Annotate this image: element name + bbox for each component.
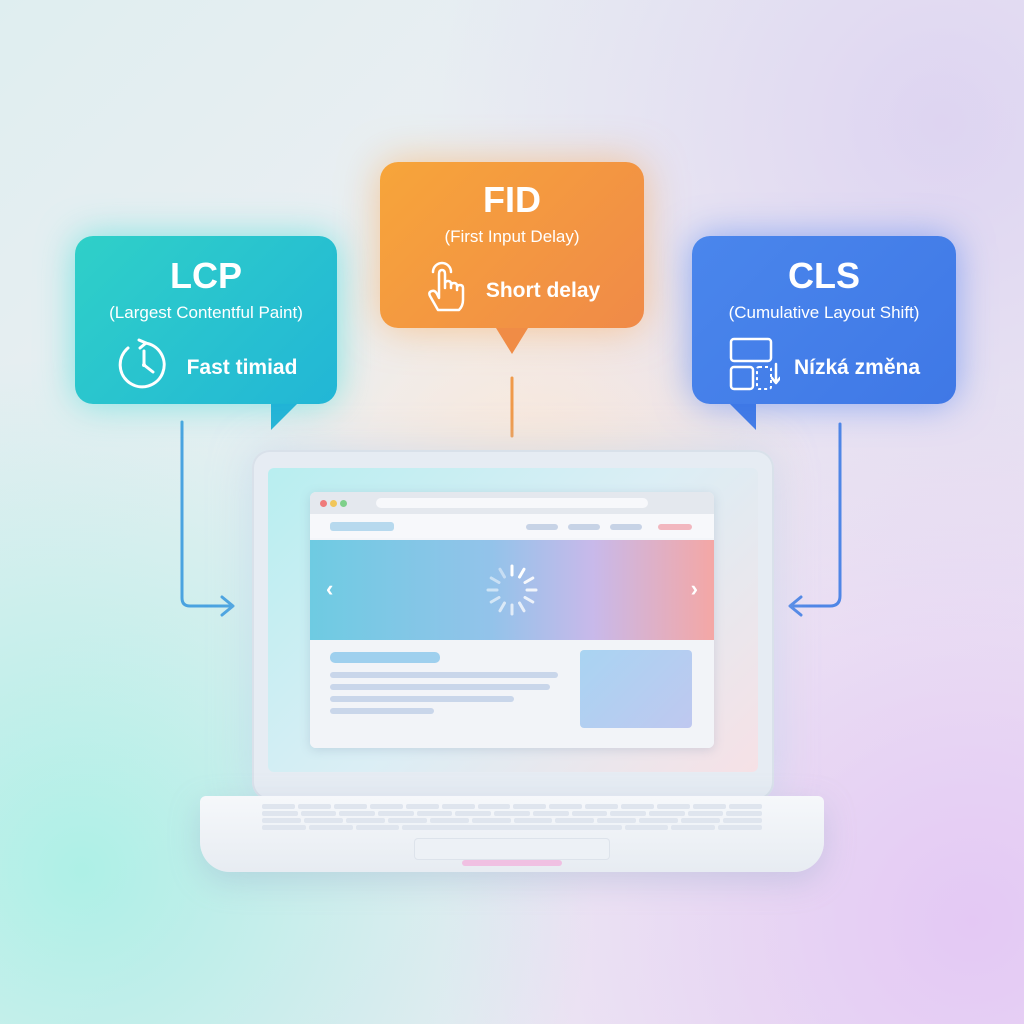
content-image xyxy=(580,650,692,728)
page-content xyxy=(310,640,714,748)
lcp-title: LCP xyxy=(170,255,242,296)
cls-title: CLS xyxy=(788,255,860,296)
lcp-status-label: Fast timiad xyxy=(186,355,298,379)
fid-card: FID (First Input Delay) Short delay xyxy=(380,162,644,354)
site-navbar xyxy=(310,514,714,538)
browser-window: ‹ xyxy=(310,492,714,748)
text-line xyxy=(330,684,550,690)
hero-carousel: ‹ xyxy=(310,540,714,640)
lcp-connector-arrowhead xyxy=(220,595,235,617)
cls-status-label: Nízká změna xyxy=(793,355,921,379)
lcp-card: LCP (Largest Contentful Paint) Fast timi… xyxy=(75,236,337,430)
text-line xyxy=(330,672,558,678)
minimize-dot xyxy=(330,500,337,507)
close-dot xyxy=(320,500,327,507)
trackpad xyxy=(414,838,610,860)
laptop-base xyxy=(200,796,824,872)
fid-status-row: Short delay xyxy=(380,260,644,321)
laptop-notch xyxy=(462,860,562,866)
lcp-subtitle: (Largest Contentful Paint) xyxy=(109,303,303,322)
cls-card: CLS (Cumulative Layout Shift) Nízká změn… xyxy=(692,236,956,430)
site-logo xyxy=(330,522,394,531)
stopwatch-icon xyxy=(115,336,173,399)
nav-button xyxy=(658,524,692,530)
maximize-dot xyxy=(340,500,347,507)
nav-link xyxy=(526,524,558,530)
cls-card-tail xyxy=(730,404,756,430)
cls-status-row: Nízká změna xyxy=(692,336,956,399)
tap-hand-icon xyxy=(424,260,472,321)
fid-status-label: Short delay xyxy=(485,278,601,302)
text-line xyxy=(330,708,434,714)
content-heading xyxy=(330,652,440,663)
spinner-icon xyxy=(482,560,542,625)
layout-shift-icon xyxy=(728,336,782,399)
chevron-right-icon: › xyxy=(690,576,698,601)
cls-connector-arrow xyxy=(790,422,842,608)
address-bar xyxy=(376,498,648,508)
lcp-connector-arrow xyxy=(180,420,234,608)
laptop-screen: ‹ xyxy=(268,468,758,772)
text-line xyxy=(330,696,514,702)
cls-subtitle: (Cumulative Layout Shift) xyxy=(728,303,920,322)
nav-link xyxy=(568,524,600,530)
chevron-left-icon: ‹ xyxy=(326,576,334,601)
fid-subtitle: (First Input Delay) xyxy=(444,227,580,246)
lcp-status-row: Fast timiad xyxy=(75,336,337,399)
cls-connector-arrowhead xyxy=(788,595,803,617)
browser-titlebar xyxy=(310,492,714,514)
nav-link xyxy=(610,524,642,530)
fid-card-tail xyxy=(496,328,528,354)
keyboard xyxy=(262,804,763,834)
lcp-card-tail xyxy=(271,404,297,430)
laptop-icon: ‹ xyxy=(252,450,774,800)
fid-title: FID xyxy=(483,179,541,220)
